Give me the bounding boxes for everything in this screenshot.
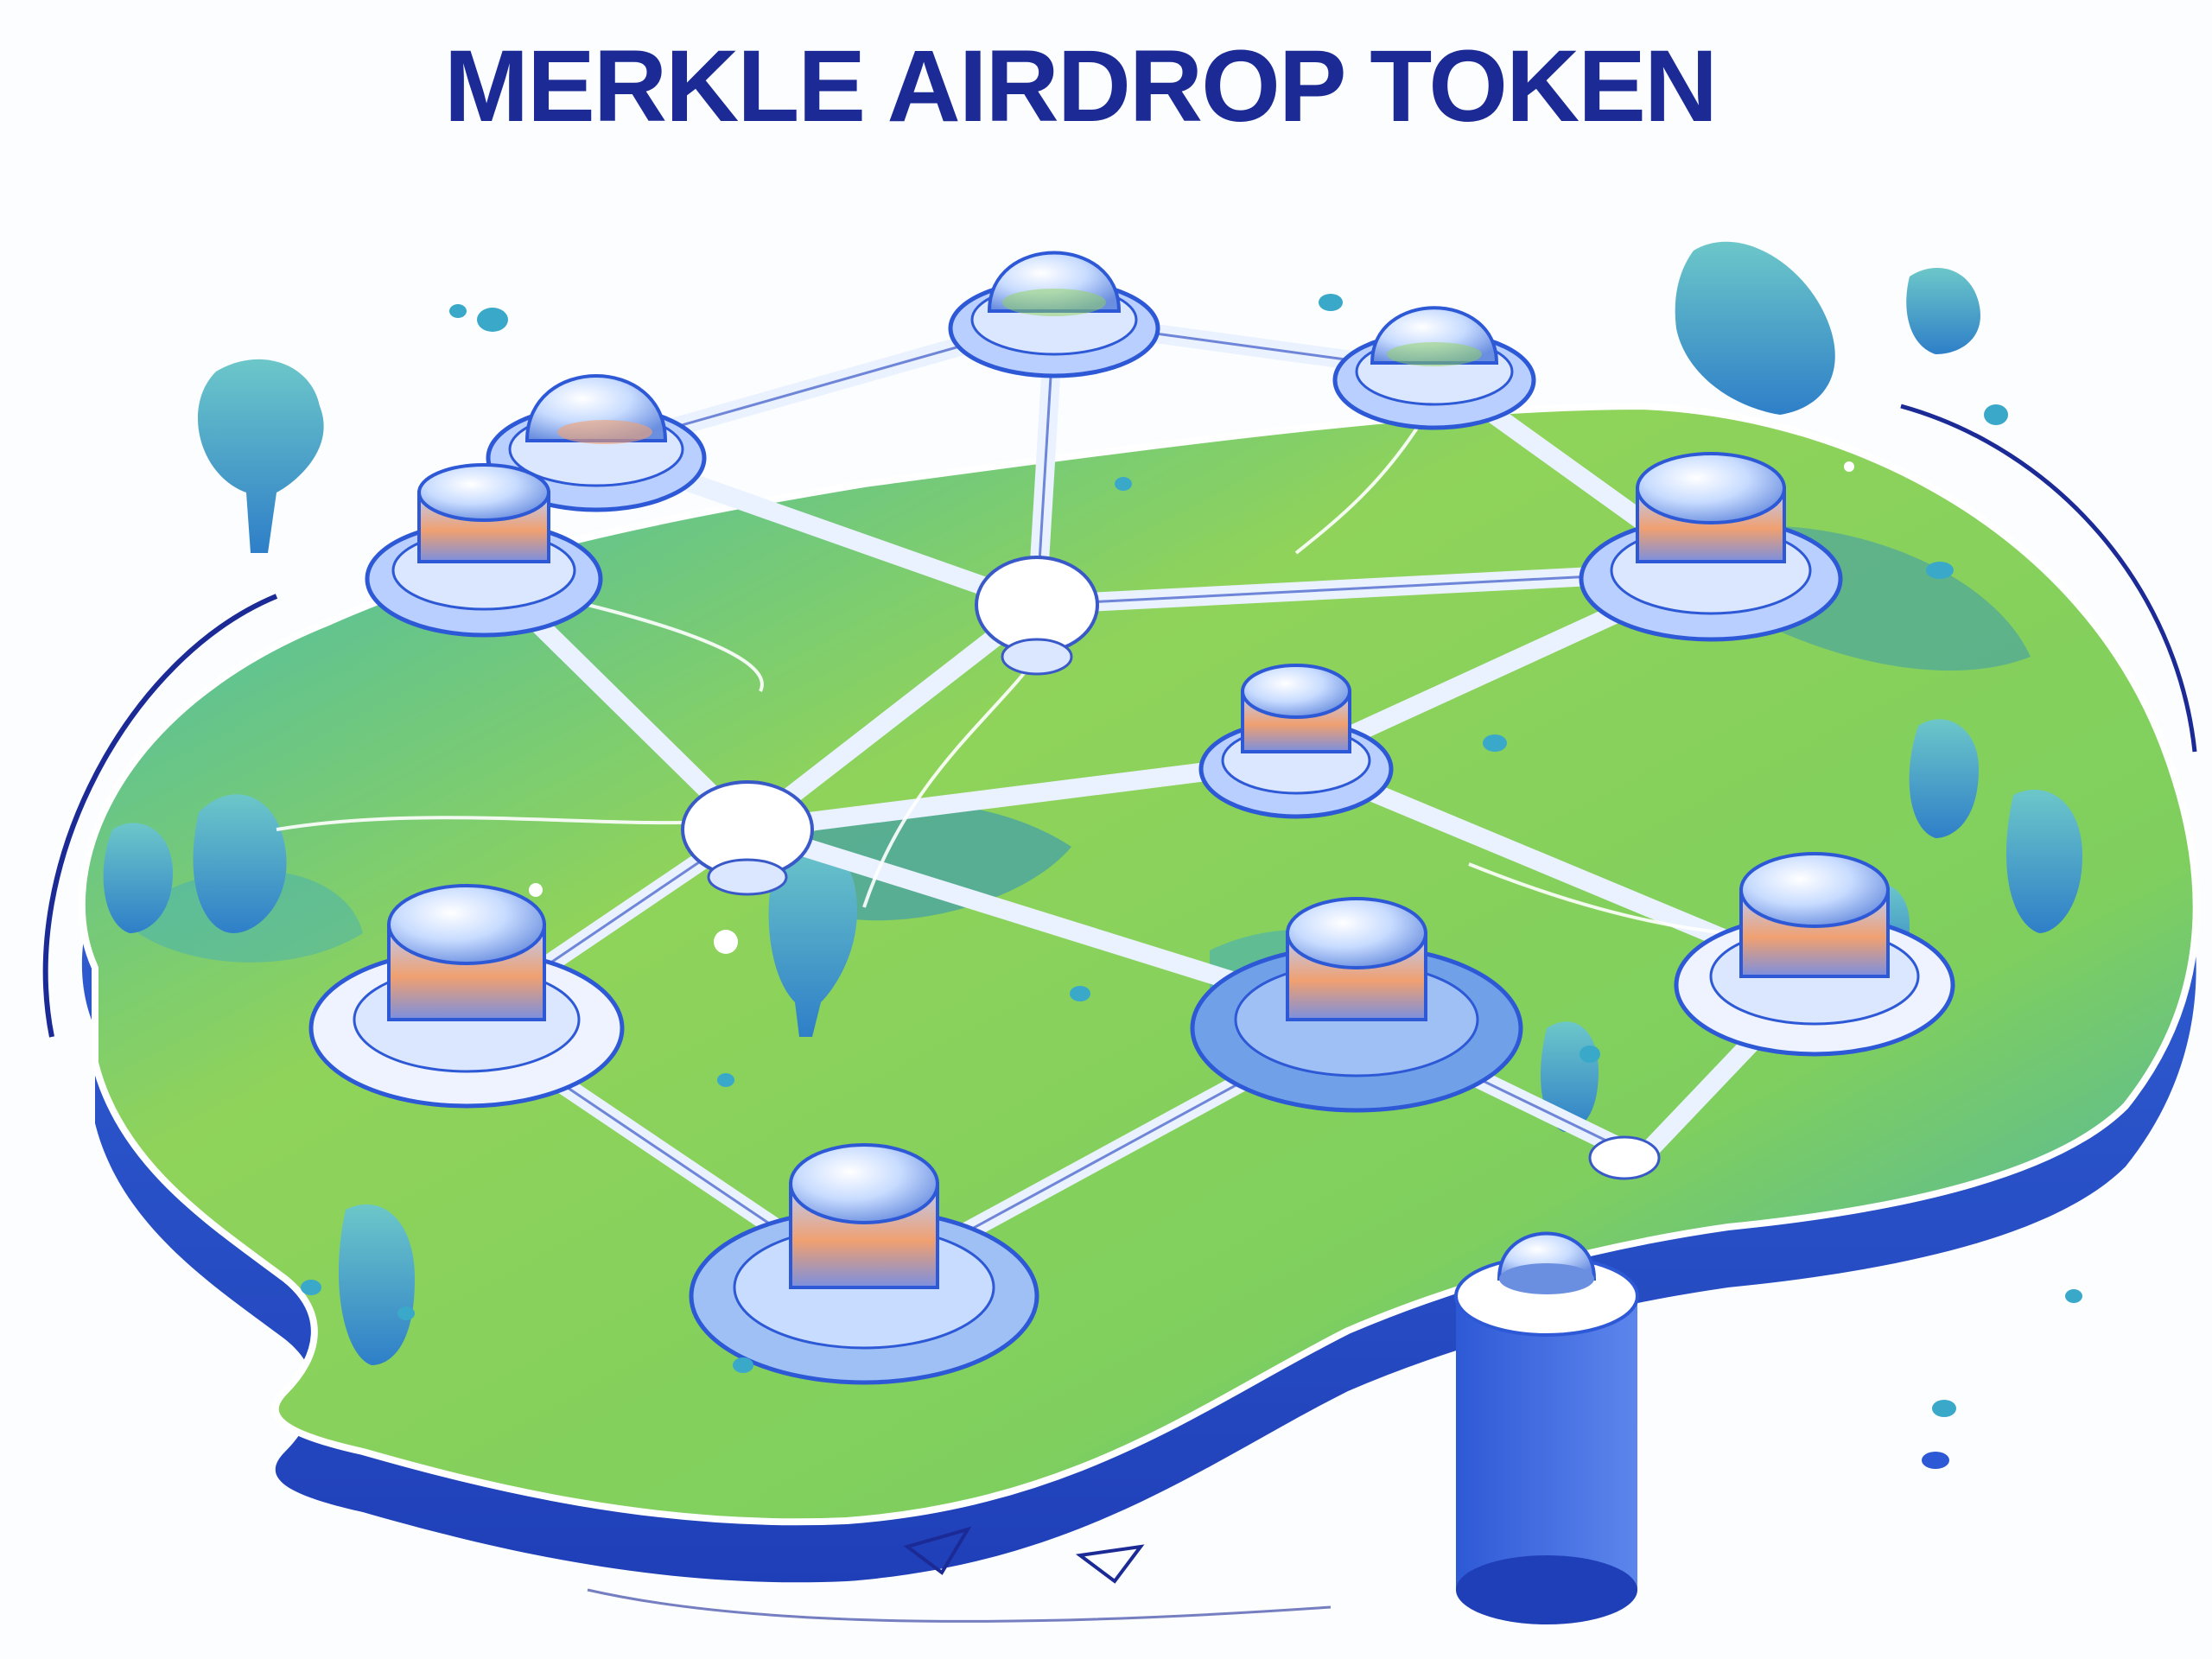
junction-nodes: [681, 556, 1661, 1180]
page-title: MERKLE AIRDROP TOKEN: [443, 29, 1718, 143]
sparkles: [529, 461, 1854, 954]
particles: [301, 294, 2082, 1469]
tower: [1454, 1231, 1639, 1624]
dome-nodes: [308, 251, 1955, 1385]
ground-marks: [903, 1526, 1145, 1584]
ground-paths: [276, 413, 1729, 935]
